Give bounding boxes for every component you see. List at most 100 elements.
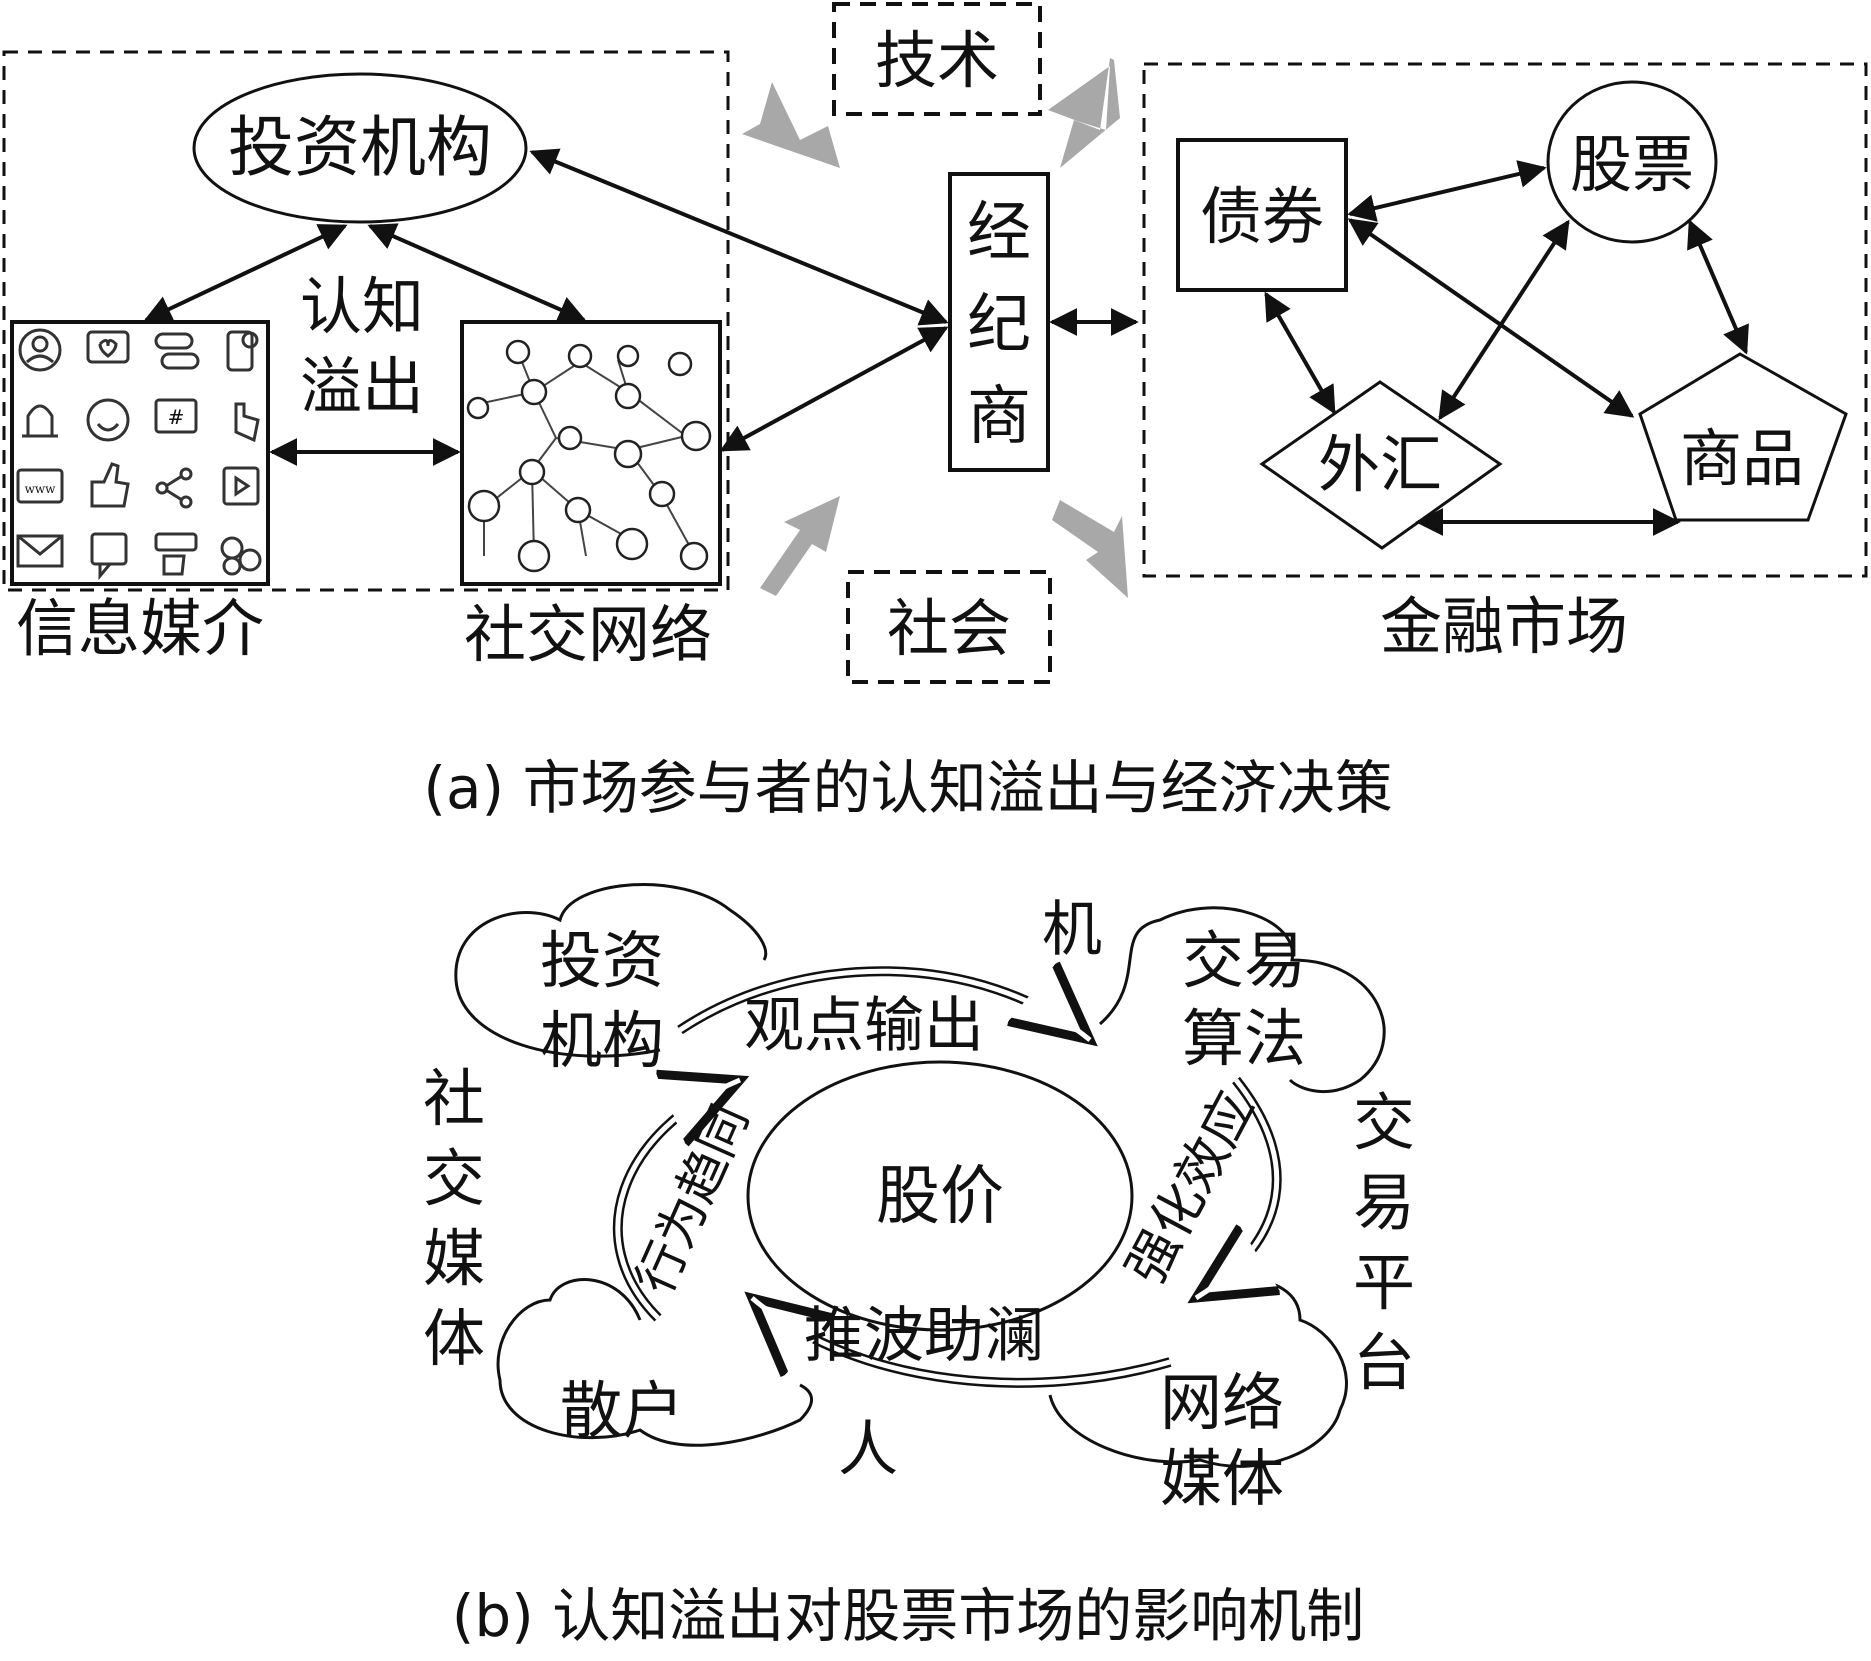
svg-text:www: www [25, 482, 57, 496]
panel-b: 股价 投资 机构 交易 算法 散户 网络 媒体 机 人 社 交 媒 体 交 易 … [423, 883, 1415, 1650]
comment-icon [90, 532, 128, 581]
arrow-institution-broker [529, 148, 949, 326]
gray-influence-arrows [742, 58, 1128, 598]
stock-price-label: 股价 [876, 1160, 1004, 1234]
hashtag-chat-icon: # [154, 398, 198, 434]
network-node [648, 480, 676, 508]
investment-institution-b-label-2: 机构 [540, 1004, 664, 1077]
network-node [505, 339, 531, 365]
commodities-label: 商品 [1680, 422, 1804, 495]
human-label: 人 [838, 1415, 898, 1485]
network-node [567, 343, 593, 369]
arrow-stocks-commodities [1687, 219, 1749, 355]
trading-platform-char-2: 易 [1353, 1166, 1415, 1239]
stock-price-node [746, 1060, 1134, 1332]
panel-a: 投资机构 认知 溢出 # www 信息媒介 [2, 2, 1868, 822]
investment-institution-b-label-1: 投资 [540, 924, 664, 997]
society-label: 社会 [887, 592, 1011, 665]
network-node [613, 439, 643, 469]
trading-platform-char-1: 交 [1353, 1086, 1415, 1159]
society-box [846, 570, 1052, 684]
arrow-stocks-forex [1438, 219, 1570, 421]
user-icon [18, 328, 62, 372]
broker-char-2: 纪 [967, 288, 1031, 362]
trading-platform-char-4: 台 [1353, 1326, 1415, 1399]
arrow-network-broker [719, 326, 949, 452]
thumbs-up-icon [90, 462, 130, 508]
smile-icon [86, 398, 130, 442]
share-icon [155, 467, 193, 509]
network-node [614, 382, 642, 410]
network-media-label-2: 媒体 [1160, 1442, 1284, 1515]
www-icon: www [16, 468, 64, 504]
machine-label: 机 [1042, 895, 1102, 965]
behavior-convergence-label: 行为趋同 [625, 1096, 759, 1302]
fueling-label: 推波助澜 [804, 1301, 1044, 1371]
broker-box [948, 172, 1050, 472]
investment-institution-node [192, 72, 528, 224]
trading-platform-char-3: 平 [1353, 1246, 1415, 1319]
emoji-faces-icon [220, 536, 262, 576]
financial-market-label: 金融市场 [1380, 590, 1628, 663]
network-node [680, 420, 712, 452]
network-node [557, 425, 583, 451]
network-node [466, 396, 490, 420]
bell-icon [22, 404, 58, 438]
broker-char-1: 经 [967, 196, 1031, 270]
trading-algorithm-label-2: 算法 [1182, 1002, 1306, 1075]
trading-algorithm-cloud [1099, 906, 1386, 1094]
information-media-icon-grid: # www [16, 328, 262, 581]
information-media-label: 信息媒介 [16, 592, 264, 665]
network-node [616, 344, 640, 368]
mail-icon [16, 534, 64, 568]
network-node [615, 527, 649, 561]
social-network-nodes [466, 339, 712, 573]
retail-investors-label: 散户 [560, 1374, 684, 1447]
social-media-char-3: 媒 [423, 1222, 485, 1295]
svg-text:#: # [168, 405, 185, 429]
trading-algorithm-label-1: 交易 [1182, 924, 1306, 997]
caption-b: (b) 认知溢出对股票市场的影响机制 [452, 1582, 1365, 1650]
hand-tap-icon [234, 402, 260, 443]
technology-box [832, 2, 1042, 116]
arrow-bonds-stocks [1347, 160, 1547, 222]
social-network-label: 社交网络 [464, 598, 712, 671]
commodities-node [1638, 352, 1848, 522]
caption-a: (a) 市场参与者的认知溢出与经济决策 [423, 754, 1392, 822]
social-media-char-4: 体 [423, 1302, 485, 1375]
network-node [517, 539, 551, 573]
forex-label: 外汇 [1318, 428, 1442, 501]
chat-bubbles-icon [154, 332, 200, 370]
rating-icon [154, 532, 198, 576]
gray-arrow-technology-left [742, 82, 840, 168]
cognitive-spillover-label-1: 认知 [300, 270, 424, 343]
gray-arrow-society-right [1052, 500, 1128, 598]
cognitive-spillover-label-2: 溢出 [300, 350, 424, 423]
network-node [518, 458, 546, 486]
network-node [467, 489, 501, 523]
phone-icon [226, 330, 259, 372]
opinion-output-label: 观点输出 [744, 991, 984, 1061]
arrow-institution-media [143, 224, 348, 322]
network-node [520, 378, 548, 406]
network-media-cloud [1048, 1278, 1348, 1468]
social-media-char-2: 交 [423, 1142, 485, 1215]
gray-arrow-technology-right [1048, 58, 1120, 168]
network-node [564, 496, 592, 524]
gray-arrow-society-left [760, 496, 840, 596]
arrow-bonds-forex [1264, 291, 1336, 415]
investment-institution-cloud [454, 883, 768, 1058]
video-play-icon [222, 466, 260, 506]
network-media-label-1: 网络 [1160, 1366, 1284, 1439]
network-node [667, 351, 693, 377]
network-node [679, 541, 709, 571]
social-media-char-1: 社 [423, 1062, 485, 1135]
broker-char-3: 商 [967, 380, 1031, 454]
arrow-bonds-commodities [1347, 218, 1635, 418]
bonds-node [1176, 138, 1348, 292]
investment-institution-label: 投资机构 [228, 109, 492, 186]
stocks-label: 股票 [1570, 128, 1694, 201]
financial-market-frame [1142, 62, 1868, 578]
retail-investors-cloud [496, 1278, 813, 1447]
